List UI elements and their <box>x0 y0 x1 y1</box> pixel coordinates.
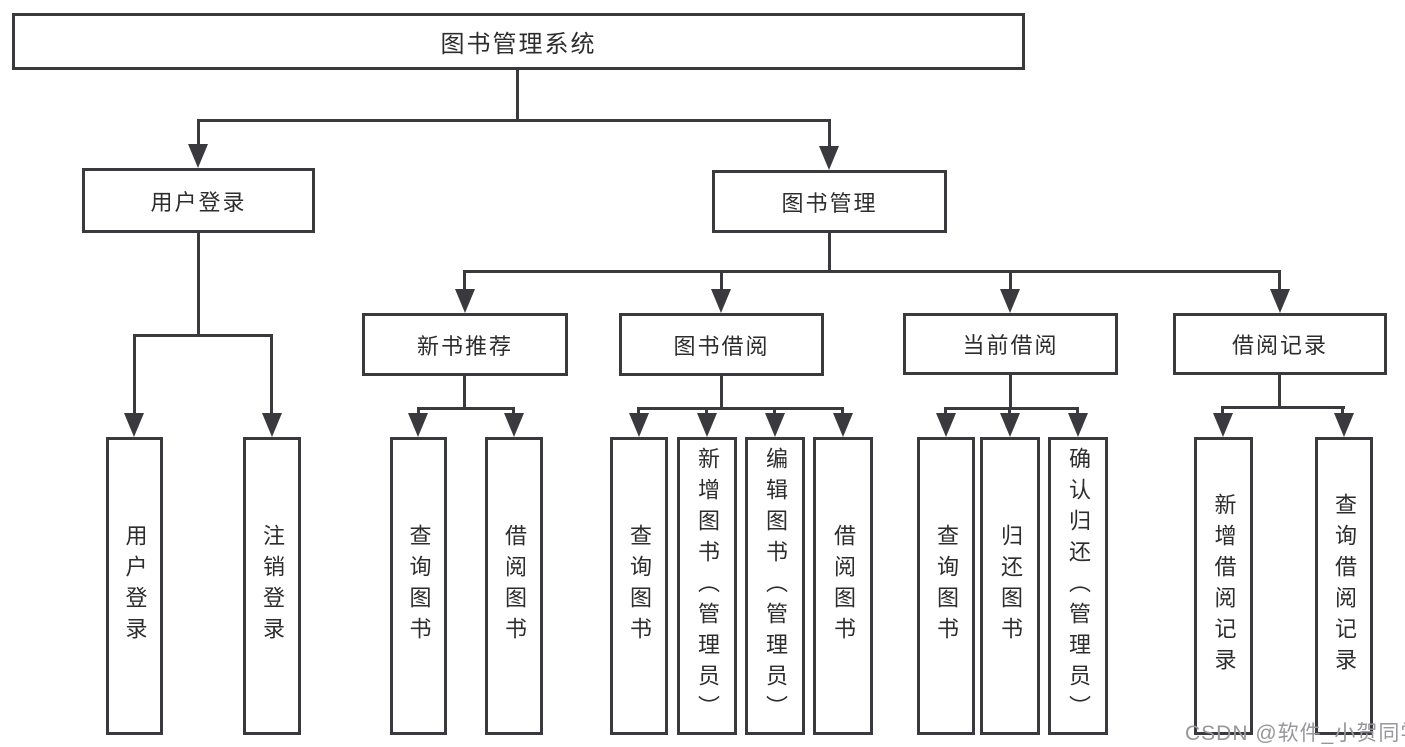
connector-line <box>463 270 1281 273</box>
connector-line <box>197 119 831 122</box>
connector-line <box>1076 407 1079 417</box>
connector-line <box>1341 406 1344 417</box>
leaf-recommend-borrow-books: 借阅图书 <box>485 437 543 735</box>
connector-line <box>197 233 200 336</box>
arrow-down-icon <box>1334 413 1354 437</box>
connector-line <box>417 407 515 410</box>
connector-line <box>1221 406 1224 417</box>
connector-line <box>828 119 831 149</box>
connector-line <box>133 334 273 337</box>
connector-line <box>1221 406 1345 409</box>
connector-line <box>944 407 1079 410</box>
connector-line <box>773 407 776 417</box>
leaf-borrowing-edit-books-admin: 编辑图书（管理员） <box>745 437 805 735</box>
arrow-down-icon <box>936 413 956 437</box>
arrow-down-icon <box>819 146 839 170</box>
arrow-down-icon <box>1270 289 1290 313</box>
node-book-borrowing: 图书借阅 <box>619 313 824 376</box>
connector-line <box>133 334 136 418</box>
arrow-down-icon <box>1000 413 1020 437</box>
csdn-watermark: CSDN @软件_小贺同学 <box>1185 722 1405 745</box>
node-user-login: 用户登录 <box>82 168 315 233</box>
leaf-borrowing-borrow-books: 借阅图书 <box>813 437 873 735</box>
arrow-down-icon <box>262 413 282 437</box>
leaf-logout: 注销登录 <box>243 437 301 735</box>
connector-line <box>417 407 420 417</box>
connector-line <box>463 270 466 294</box>
node-borrowing-records: 借阅记录 <box>1173 313 1387 375</box>
connector-line <box>944 407 947 417</box>
arrow-down-icon <box>833 413 853 437</box>
connector-line <box>197 119 200 147</box>
arrow-down-icon <box>408 413 428 437</box>
arrow-down-icon <box>1068 413 1088 437</box>
connector-line <box>1008 407 1011 417</box>
node-book-management: 图书管理 <box>712 170 947 233</box>
arrow-down-icon <box>188 144 208 168</box>
leaf-recommend-query-books: 查询图书 <box>390 437 447 735</box>
connector-line <box>720 270 723 294</box>
leaf-current-return-books: 归还图书 <box>980 437 1040 735</box>
leaf-user-login: 用户登录 <box>106 437 163 735</box>
connector-line <box>1009 270 1012 294</box>
arrow-down-icon <box>1213 413 1233 437</box>
connector-line <box>463 376 466 409</box>
node-new-book-recommend: 新书推荐 <box>362 313 568 376</box>
connector-line <box>516 70 519 121</box>
connector-line <box>1278 375 1281 408</box>
arrow-down-icon <box>765 413 785 437</box>
arrow-down-icon <box>1000 289 1020 313</box>
arrow-down-icon <box>711 289 731 313</box>
connector-line <box>637 407 640 417</box>
connector-line <box>841 407 844 417</box>
connector-line <box>637 407 844 410</box>
connector-line <box>270 334 273 418</box>
connector-line <box>1009 375 1012 409</box>
arrow-down-icon <box>629 413 649 437</box>
arrow-down-icon <box>504 413 524 437</box>
arrow-down-icon <box>124 413 144 437</box>
leaf-borrowing-add-books-admin: 新增图书（管理员） <box>677 437 737 735</box>
leaf-records-add-record: 新增借阅记录 <box>1194 437 1253 735</box>
leaf-current-confirm-return-admin: 确认归还（管理员） <box>1048 437 1108 735</box>
connector-line <box>705 407 708 417</box>
connector-line <box>512 407 515 417</box>
connector-line <box>1278 270 1281 294</box>
leaf-borrowing-query-books: 查询图书 <box>610 437 668 735</box>
node-current-borrowing: 当前借阅 <box>903 313 1118 375</box>
leaf-records-query-record: 查询借阅记录 <box>1315 437 1373 735</box>
arrow-down-icon <box>697 413 717 437</box>
arrow-down-icon <box>455 289 475 313</box>
leaf-current-query-books: 查询图书 <box>917 437 975 735</box>
node-root-library-management-system: 图书管理系统 <box>12 13 1025 70</box>
connector-line <box>828 233 831 273</box>
connector-line <box>720 376 723 409</box>
